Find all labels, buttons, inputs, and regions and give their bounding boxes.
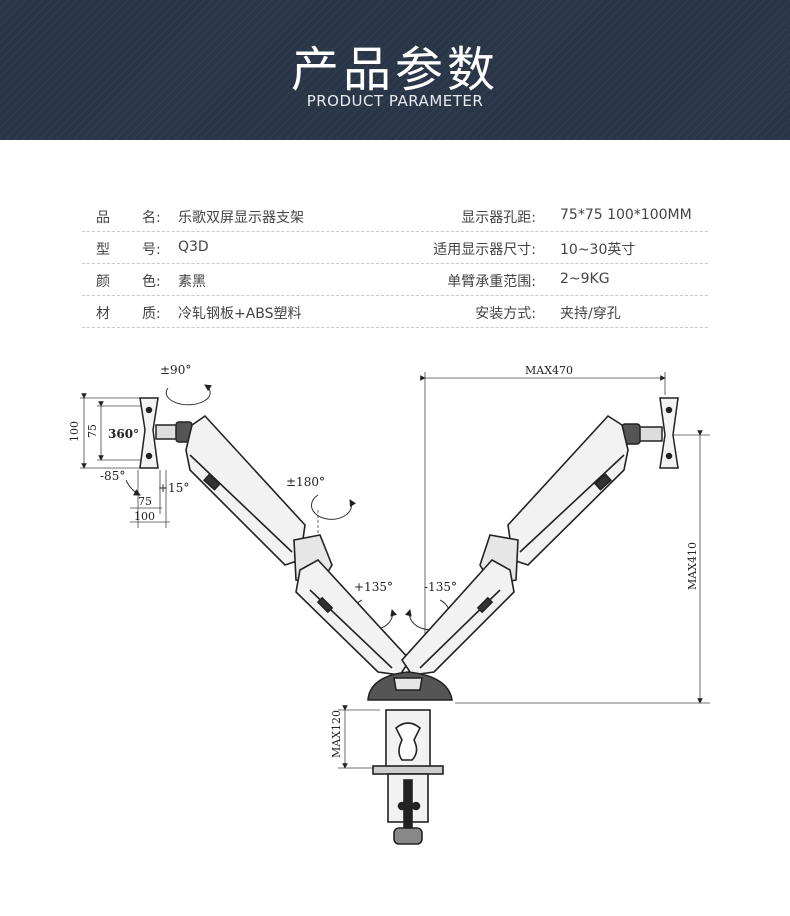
dim-100-label: 100 (68, 421, 81, 442)
spec-label: 颜 (96, 274, 110, 290)
angle-pos15-label: +15° (158, 481, 189, 495)
dim-75-label: 75 (86, 424, 99, 438)
page-title: 产品参数 (290, 42, 499, 98)
max-clamp-label: MAX120 (330, 710, 343, 758)
max-height-label: MAX410 (686, 542, 699, 590)
header-banner: 产品参数 PRODUCT PARAMETER (0, 0, 790, 140)
spec-value-right: 夹持/穿孔 (560, 306, 621, 322)
dimension-lines (80, 372, 710, 769)
spec-value: Q3D (178, 239, 209, 255)
spec-label-2: 号: (142, 242, 161, 258)
spec-value-right: 10~30英寸 (560, 242, 636, 258)
page-subtitle: PRODUCT PARAMETER (306, 92, 484, 110)
spec-value-right: 75*75 100*100MM (560, 207, 692, 223)
spec-label-right: 单臂承重范围: (447, 274, 536, 290)
spec-label: 品 (96, 210, 110, 226)
clamp-base (367, 671, 453, 845)
right-lower-arm (400, 558, 515, 676)
spec-table: 品 名: 乐歌双屏显示器支架 显示器孔距: 75*75 100*100MM 型 … (82, 200, 708, 328)
monitor-arm-diagram: ±90° 360° 100 75 -85° +15° 75 100 ±180° … (68, 363, 710, 845)
spec-label-right: 安装方式: (475, 306, 536, 322)
left-vesa-plate (139, 397, 193, 469)
left-lower-arm (295, 558, 412, 676)
spec-value: 素黑 (178, 274, 206, 290)
spec-value: 冷轧钢板+ABS塑料 (178, 306, 302, 322)
spec-label-right: 显示器孔距: (461, 210, 536, 226)
tilt-label: ±90° (160, 363, 191, 377)
angle-neg85-label: -85° (100, 469, 125, 483)
spec-label: 型 (96, 242, 110, 258)
spec-label-2: 名: (142, 210, 161, 226)
banner-pattern (0, 0, 790, 140)
spec-row: 品 名: 乐歌双屏显示器支架 显示器孔距: 75*75 100*100MM (82, 200, 708, 232)
right-vesa-plate (621, 397, 679, 469)
dim-75-bottom-label: 75 (138, 495, 152, 508)
dim-100-bottom-label: 100 (134, 510, 155, 523)
spec-row: 颜 色: 素黑 单臂承重范围: 2~9KG (82, 264, 708, 296)
swivel-label: ±180° (286, 475, 325, 489)
spec-label-2: 质: (142, 306, 161, 322)
left-upper-arm (185, 414, 333, 586)
spec-value: 乐歌双屏显示器支架 (178, 210, 304, 226)
arm-right-angle-label: -135° (424, 580, 457, 594)
arm-left-angle-label: +135° (354, 580, 393, 594)
spec-label-right: 适用显示器尺寸: (433, 242, 536, 258)
right-upper-arm (479, 414, 629, 586)
spec-row: 型 号: Q3D 适用显示器尺寸: 10~30英寸 (82, 232, 708, 264)
spec-row: 材 质: 冷轧钢板+ABS塑料 安装方式: 夹持/穿孔 (82, 296, 708, 328)
rotate-label: 360° (108, 427, 139, 441)
spec-label-2: 色: (142, 274, 161, 290)
spec-label: 材 (96, 306, 110, 322)
max-width-label: MAX470 (525, 364, 573, 377)
spec-value-right: 2~9KG (560, 271, 610, 287)
